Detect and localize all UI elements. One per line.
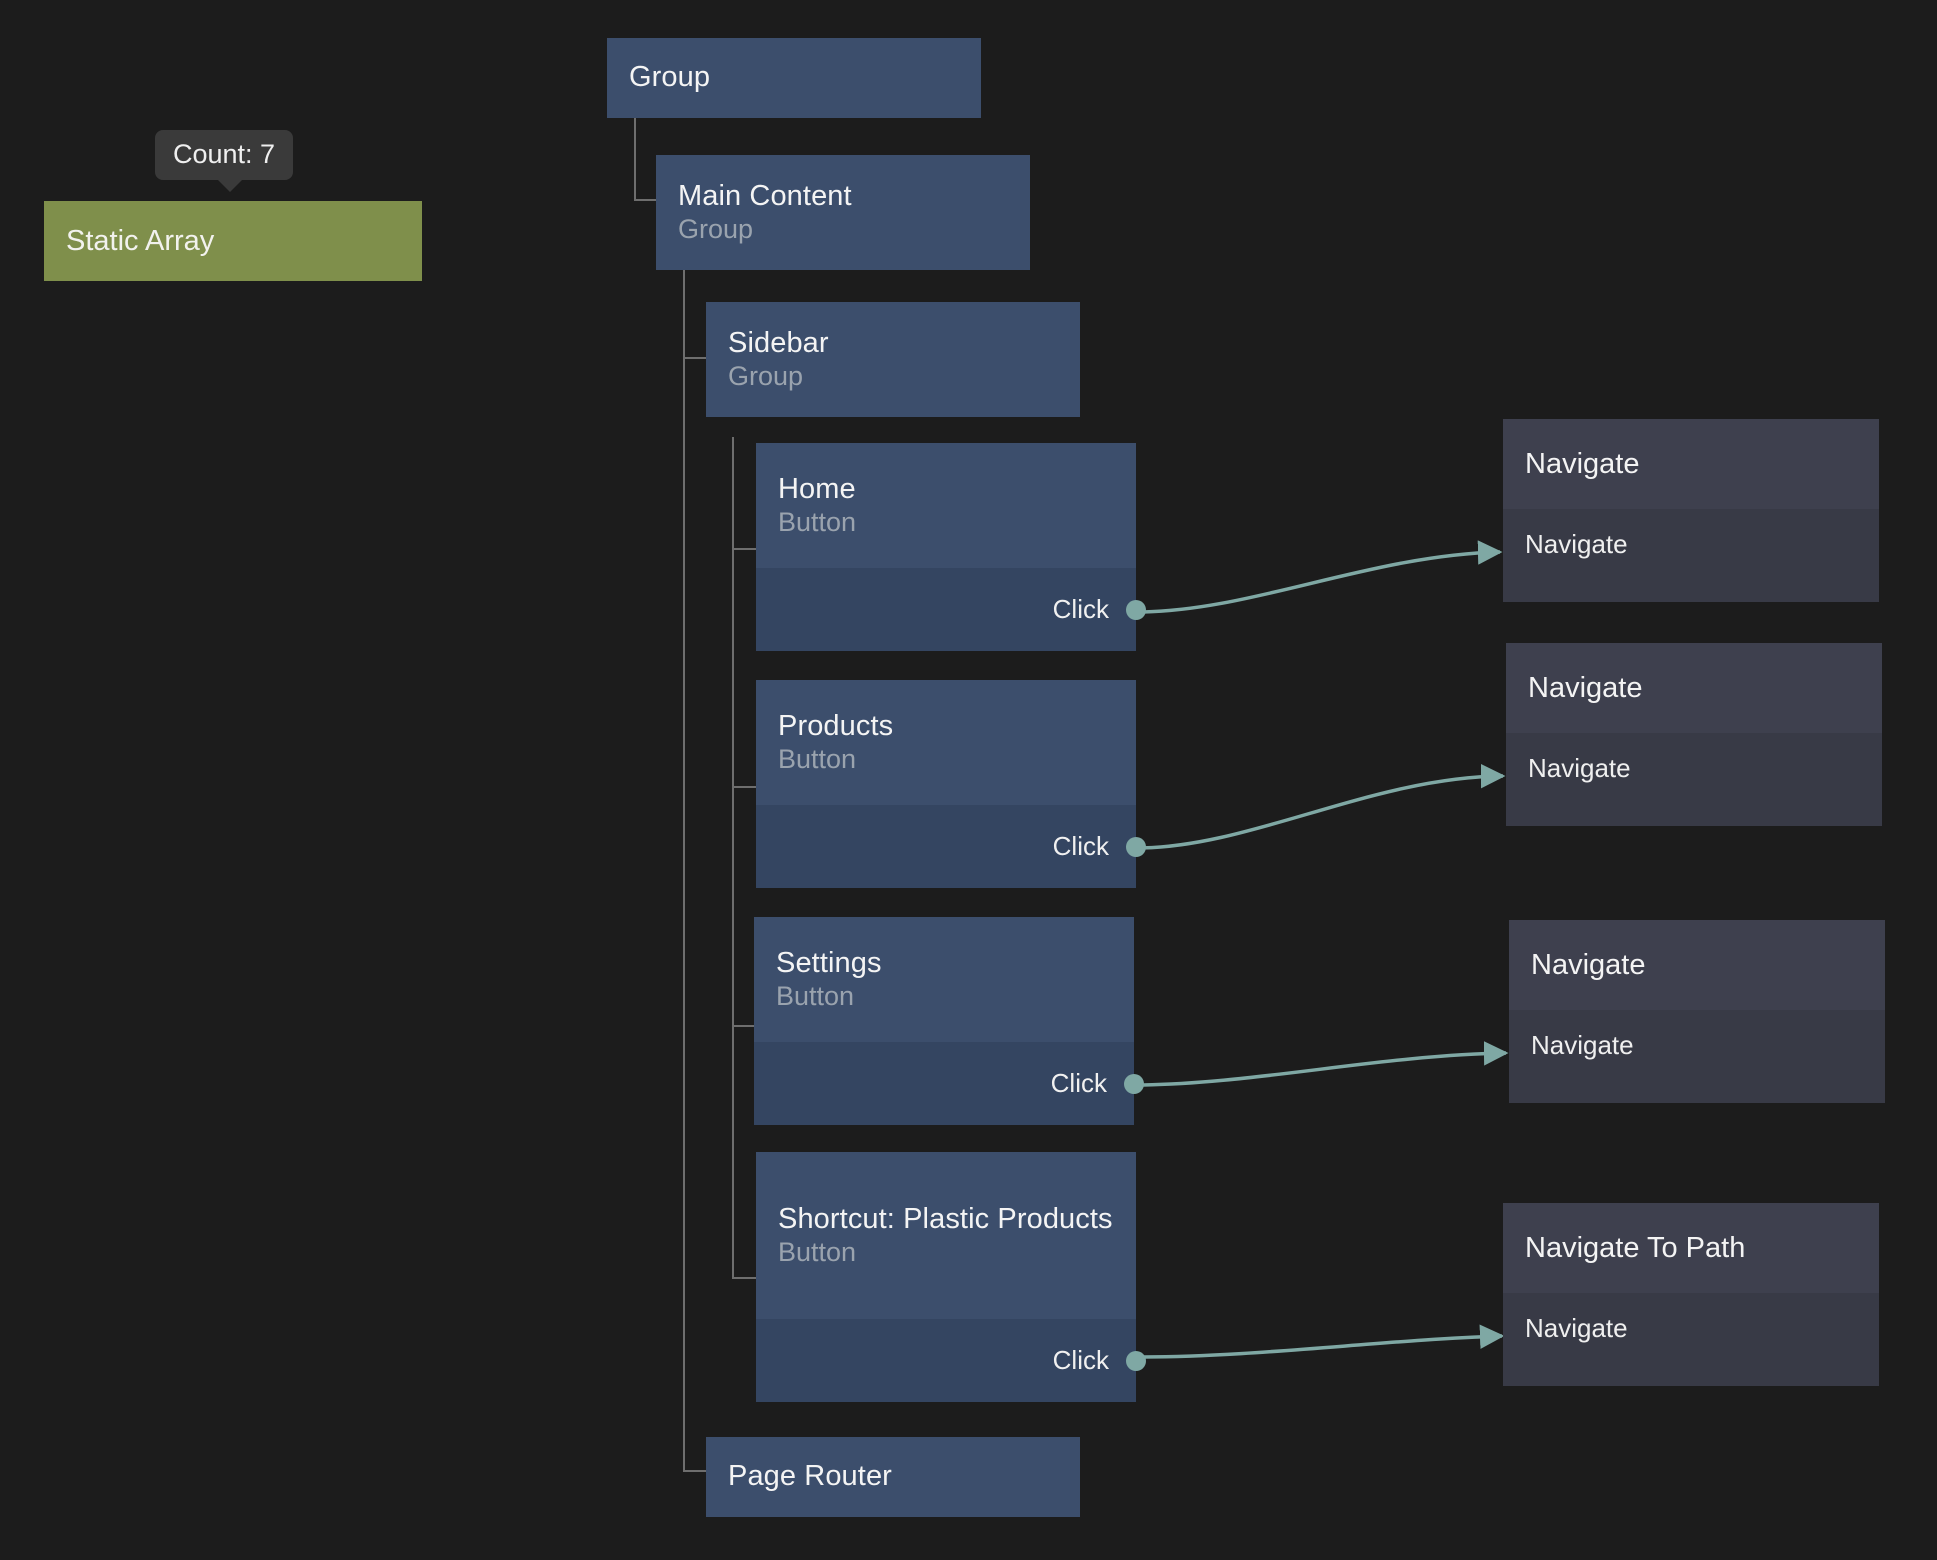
node-static-array-title: Static Array bbox=[66, 224, 215, 257]
node-settings-click-port[interactable]: Click bbox=[1050, 1068, 1144, 1099]
node-settings-header: Settings Button bbox=[754, 917, 1134, 1042]
node-home[interactable]: Home Button Click bbox=[756, 443, 1146, 651]
node-products-body: Click bbox=[756, 805, 1146, 888]
node-main-content-header: Main Content Group bbox=[656, 155, 1030, 270]
node-products-click-port-label: Click bbox=[1052, 831, 1109, 861]
node-settings-title: Settings bbox=[776, 947, 882, 980]
tree-rail-vertical-root bbox=[634, 118, 636, 201]
node-settings-click-port-dot[interactable] bbox=[1124, 1073, 1144, 1094]
node-products-header: Products Button bbox=[756, 680, 1136, 805]
tree-rail-elbow-page-router bbox=[683, 1470, 707, 1472]
edge-shortcut-to-navigate-to-path bbox=[1136, 1324, 1505, 1359]
node-shortcut-plastic-products-click-port[interactable]: Click bbox=[1052, 1345, 1146, 1376]
count-tooltip-label: Count: 7 bbox=[173, 139, 276, 169]
tree-rail-elbow-products bbox=[732, 786, 756, 788]
node-navigate-2-input-label: Navigate bbox=[1528, 753, 1631, 783]
node-shortcut-plastic-products-header: Shortcut: Plastic Products Button bbox=[756, 1152, 1136, 1319]
node-navigate-2-header: Navigate bbox=[1506, 643, 1882, 733]
node-settings[interactable]: Settings Button Click bbox=[754, 917, 1144, 1125]
node-home-subtitle: Button bbox=[778, 506, 857, 537]
node-navigate-3-header: Navigate bbox=[1509, 920, 1885, 1010]
tree-rail-vertical-sidebar bbox=[732, 437, 734, 1279]
node-navigate-to-path[interactable]: Navigate To Path Navigate bbox=[1503, 1203, 1879, 1386]
node-shortcut-plastic-products-subtitle: Button bbox=[778, 1236, 857, 1267]
node-navigate-1-input-port[interactable]: Navigate bbox=[1525, 529, 1628, 560]
node-navigate-3-title: Navigate bbox=[1531, 948, 1646, 981]
node-shortcut-plastic-products-body: Click bbox=[756, 1319, 1146, 1402]
node-home-click-port-label: Click bbox=[1052, 594, 1109, 624]
node-home-body: Click bbox=[756, 568, 1146, 651]
node-shortcut-plastic-products-click-port-dot[interactable] bbox=[1126, 1350, 1146, 1371]
tree-rail-vertical-main-content bbox=[683, 227, 685, 1472]
node-home-header: Home Button bbox=[756, 443, 1136, 568]
count-tooltip-arrow bbox=[214, 176, 246, 192]
tree-rail-elbow-settings bbox=[732, 1025, 756, 1027]
node-sidebar-subtitle: Group bbox=[728, 360, 804, 391]
node-main-content-title: Main Content bbox=[678, 180, 852, 213]
node-navigate-to-path-body: Navigate bbox=[1503, 1293, 1879, 1386]
edge-home-to-navigate-1 bbox=[1136, 540, 1503, 614]
node-navigate-2-input-port[interactable]: Navigate bbox=[1528, 753, 1631, 784]
node-home-click-port[interactable]: Click bbox=[1052, 594, 1146, 625]
node-home-click-port-dot[interactable] bbox=[1126, 599, 1146, 620]
node-shortcut-plastic-products-title: Shortcut: Plastic Products bbox=[778, 1203, 1113, 1236]
node-products-title: Products bbox=[778, 710, 894, 743]
node-navigate-1-body: Navigate bbox=[1503, 509, 1879, 602]
node-main-content-subtitle: Group bbox=[678, 213, 754, 244]
node-group-root-header: Group bbox=[607, 38, 981, 118]
node-navigate-3-input-label: Navigate bbox=[1531, 1030, 1634, 1060]
node-sidebar[interactable]: Sidebar Group bbox=[706, 302, 1080, 417]
node-navigate-2-body: Navigate bbox=[1506, 733, 1882, 826]
tree-rail-elbow-shortcut bbox=[732, 1277, 756, 1279]
tree-rail-elbow-home bbox=[732, 548, 756, 550]
edge-settings-to-navigate-3 bbox=[1133, 1041, 1509, 1087]
node-navigate-3-body: Navigate bbox=[1509, 1010, 1885, 1103]
node-navigate-to-path-header: Navigate To Path bbox=[1503, 1203, 1879, 1293]
node-sidebar-header: Sidebar Group bbox=[706, 302, 1080, 417]
node-navigate-to-path-title: Navigate To Path bbox=[1525, 1231, 1746, 1264]
node-sidebar-title: Sidebar bbox=[728, 327, 829, 360]
node-home-title: Home bbox=[778, 473, 856, 506]
node-navigate-3[interactable]: Navigate Navigate bbox=[1509, 920, 1885, 1103]
node-navigate-to-path-input-port[interactable]: Navigate bbox=[1525, 1313, 1628, 1344]
node-navigate-to-path-input-label: Navigate bbox=[1525, 1313, 1628, 1343]
tree-rail-elbow-main-content bbox=[634, 199, 658, 201]
node-navigate-2-title: Navigate bbox=[1528, 671, 1643, 704]
node-settings-click-port-label: Click bbox=[1050, 1068, 1107, 1098]
tree-rail-elbow-sidebar bbox=[683, 357, 707, 359]
node-products-subtitle: Button bbox=[778, 743, 857, 774]
node-navigate-1-title: Navigate bbox=[1525, 447, 1640, 480]
node-navigate-1[interactable]: Navigate Navigate bbox=[1503, 419, 1879, 602]
node-shortcut-plastic-products[interactable]: Shortcut: Plastic Products Button Click bbox=[756, 1152, 1146, 1402]
node-products-click-port[interactable]: Click bbox=[1052, 831, 1146, 862]
node-group-root-title: Group bbox=[629, 61, 711, 94]
node-settings-body: Click bbox=[754, 1042, 1144, 1125]
node-navigate-2[interactable]: Navigate Navigate bbox=[1506, 643, 1882, 826]
node-navigate-1-input-label: Navigate bbox=[1525, 529, 1628, 559]
node-page-router-header: Page Router bbox=[706, 1437, 1080, 1517]
node-group-root[interactable]: Group bbox=[607, 38, 981, 118]
node-products-click-port-dot[interactable] bbox=[1126, 836, 1146, 857]
count-tooltip: Count: 7 bbox=[155, 130, 294, 180]
edge-products-to-navigate-2 bbox=[1136, 763, 1506, 850]
node-static-array[interactable]: Static Array bbox=[44, 201, 422, 281]
node-main-content[interactable]: Main Content Group bbox=[656, 155, 1030, 270]
node-navigate-1-header: Navigate bbox=[1503, 419, 1879, 509]
node-navigate-3-input-port[interactable]: Navigate bbox=[1531, 1030, 1634, 1061]
node-page-router-title: Page Router bbox=[728, 1460, 892, 1493]
node-shortcut-plastic-products-click-port-label: Click bbox=[1052, 1345, 1109, 1375]
node-page-router[interactable]: Page Router bbox=[706, 1437, 1080, 1517]
node-settings-subtitle: Button bbox=[776, 980, 855, 1011]
node-products[interactable]: Products Button Click bbox=[756, 680, 1146, 888]
